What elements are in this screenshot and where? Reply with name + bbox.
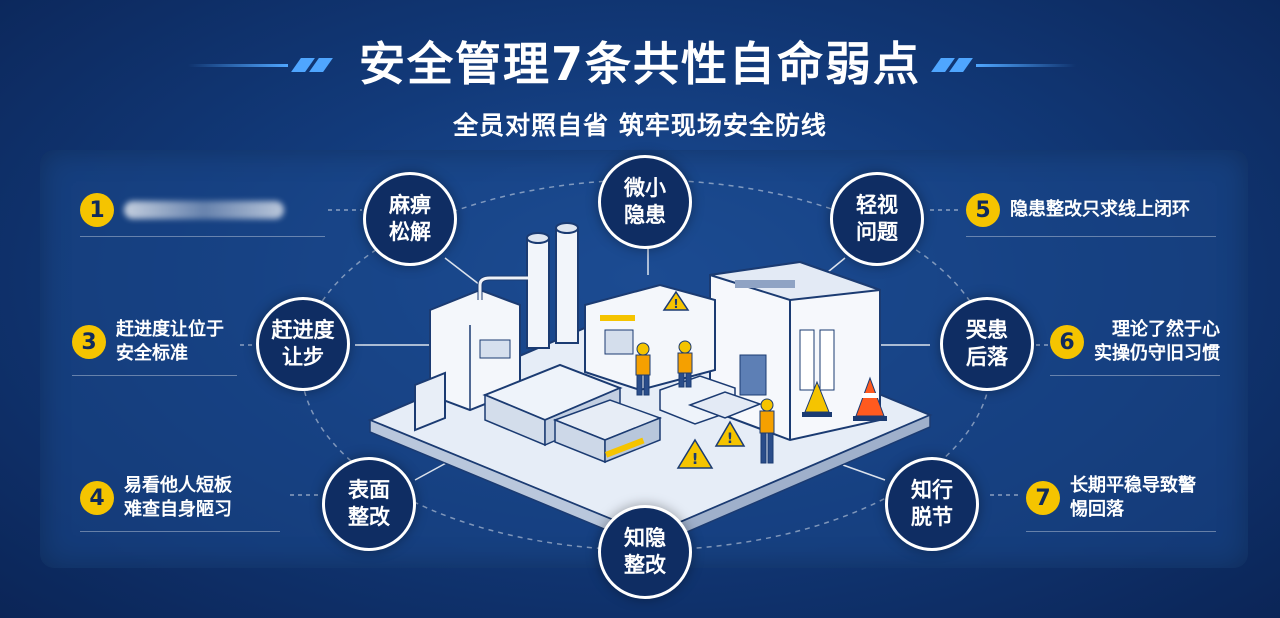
svg-text:!: ! (673, 297, 678, 311)
weakness-item-4: 4 易看他人短板 难查自身陋习 (80, 474, 280, 532)
weakness-item-1: 1 (80, 193, 325, 237)
weakness-item-3: 3 赶进度让位于 安全标准 (72, 318, 237, 376)
item-text: 易看他人短板 难查自身陋习 (124, 475, 232, 520)
title-decoration-left (188, 58, 338, 72)
weakness-item-5: 5 隐患整改只求线上闭环 (966, 193, 1216, 237)
factory-illustration: ! ! ! (367, 222, 933, 550)
number-badge: 3 (72, 325, 106, 359)
page-subtitle: 全员对照自省 筑牢现场安全防线 (453, 111, 827, 140)
connector-lines (240, 209, 1050, 496)
title-decoration-right (931, 58, 1082, 72)
number-badge: 6 (1050, 325, 1084, 359)
weakness-item-6: 6 理论了然于心 实操仍守旧习惯 (1050, 318, 1220, 376)
weakness-node-lagging: 哭患 后落 (940, 297, 1034, 391)
svg-text:!: ! (692, 450, 699, 468)
page-title: 安全管理7条共性自命弱点 (358, 37, 921, 91)
weakness-node-rush-concession: 赶进度 让步 (256, 297, 350, 391)
blurred-text (124, 201, 284, 219)
pointer-lines (355, 248, 930, 481)
number-badge: 7 (1026, 481, 1060, 515)
item-text: 长期平稳导致警 惕回落 (1070, 475, 1196, 520)
weakness-node-underestimate: 轻视 问题 (830, 172, 924, 266)
weakness-node-known-hazard-fix: 知隐 整改 (598, 505, 692, 599)
svg-text:!: ! (727, 431, 733, 447)
weakness-item-7: 7 长期平稳导致警 惕回落 (1026, 474, 1216, 532)
weakness-node-minor-hazard: 微小 隐患 (598, 155, 692, 249)
header: 安全管理7条共性自命弱点 全员对照自省 筑牢现场安全防线 (0, 28, 1280, 142)
item-text: 赶进度让位于 安全标准 (116, 319, 224, 364)
number-badge: 4 (80, 481, 114, 515)
weakness-node-knowledge-action-gap: 知行 脱节 (885, 457, 979, 551)
weakness-node-surface-fix: 表面 整改 (322, 457, 416, 551)
number-badge: 1 (80, 193, 114, 227)
item-text: 理论了然于心 实操仍守旧习惯 (1094, 319, 1220, 364)
number-badge: 5 (966, 193, 1000, 227)
weakness-node-numbness: 麻痹 松解 (363, 172, 457, 266)
item-text: 隐患整改只求线上闭环 (1010, 199, 1190, 220)
